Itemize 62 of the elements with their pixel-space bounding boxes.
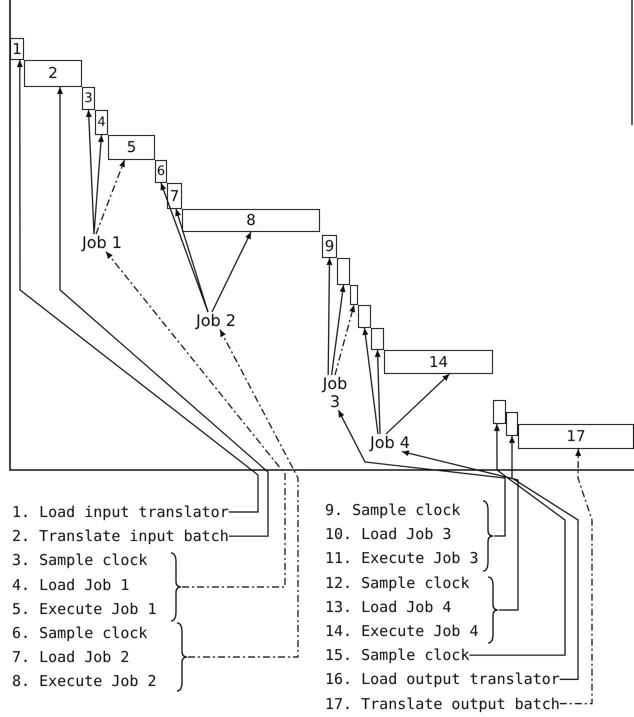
leader-line [509,436,579,680]
step-list-item: 11. Execute Job 3 [325,548,479,568]
arrow [160,182,209,312]
arrow [326,258,332,375]
step-box: 3 [82,87,95,110]
curly-brace [170,552,182,622]
leader-line [106,251,286,588]
leader-line [338,410,506,537]
step-box [358,305,371,328]
job-label: Job 3 [318,375,352,410]
curly-brace [482,500,494,572]
job-label: Job 2 [196,312,236,330]
arrow [386,374,450,434]
step-list-item: 12. Sample clock [325,572,470,593]
leader-line [57,87,269,537]
step-list-item: 8. Execute Job 2 [12,671,156,692]
step-box: 17 [518,424,634,449]
leader-line [188,329,299,658]
step-box: 8 [182,209,320,232]
step-box: 5 [108,135,155,160]
arrow [95,160,126,234]
job-label: Job 1 [82,234,122,252]
leader-line [16,60,259,513]
step-box [493,400,506,424]
step-box: 2 [24,60,82,87]
arrow [334,304,356,376]
curly-brace [176,622,188,692]
arrow [374,350,381,434]
arrow [211,232,252,312]
step-list-item: 14. Execute Job 4 [325,621,479,641]
job-label: Job 4 [370,434,410,452]
leader-line [470,424,566,656]
step-list-item: 7. Load Job 2 [12,647,130,668]
step-list-item: 16. Load output translator [325,669,560,690]
step-box: 9 [322,235,337,258]
step-box: 14 [384,350,493,374]
step-box [337,258,350,285]
step-list-item: 3. Sample clock [12,550,148,570]
step-list-item: 6. Sample clock [12,623,148,643]
step-box [371,328,384,350]
step-list-item: 9. Sample clock [325,500,460,520]
step-list-item: 1. Load input translator [12,502,229,522]
step-list-item: 15. Sample clock [325,645,470,666]
leader-line [402,450,519,611]
step-list-item: 5. Execute Job 1 [12,598,156,619]
step-list-item: 4. Load Job 1 [12,574,130,595]
step-list-item: 10. Load Job 3 [325,524,452,544]
step-box [350,285,358,305]
arrow [362,328,379,434]
arrow [93,134,104,234]
curly-brace [487,576,499,644]
step-list-item: 13. Load Job 4 [325,596,452,617]
step-list-item: 2. Translate input batch [12,526,229,546]
arrow [175,208,209,312]
step-box: 6 [155,160,167,183]
arrow [331,284,346,376]
step-box: 7 [167,183,182,209]
step-box: 4 [95,110,108,135]
step-list-item: 17. Translate output batch [325,694,560,714]
step-box [506,412,518,436]
step-box: 1 [10,38,24,60]
leader-line [560,449,593,704]
